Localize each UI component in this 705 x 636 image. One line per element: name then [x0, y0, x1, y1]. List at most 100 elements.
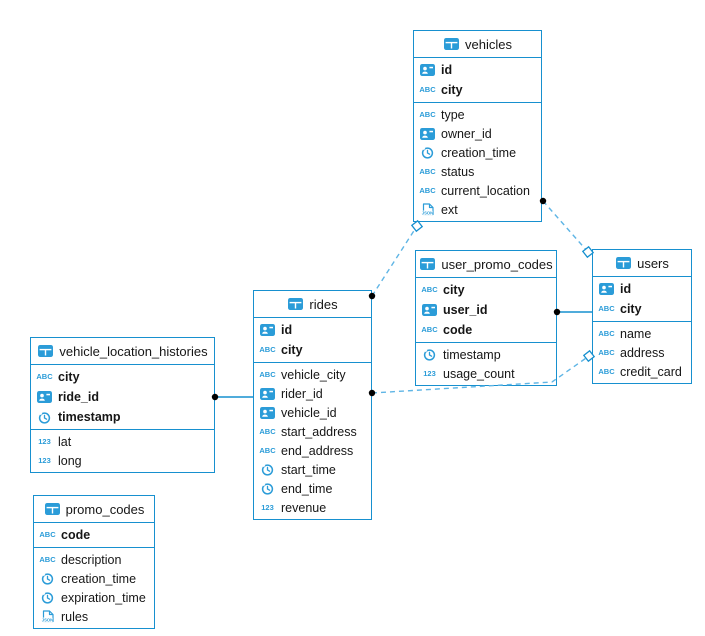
column-label: id: [441, 63, 453, 77]
abc-icon: ABC: [421, 325, 438, 335]
column-row-usage_count[interactable]: 123 usage_count: [416, 364, 556, 383]
column-row-user_id[interactable]: user_id: [416, 300, 556, 320]
table-header[interactable]: rides: [254, 291, 371, 318]
clock-icon: [259, 463, 276, 476]
column-label: code: [443, 323, 473, 337]
primary-key-section: id ABC city: [254, 318, 371, 362]
json-icon: JSON: [419, 203, 436, 216]
table-users[interactable]: users id ABC city ABC name ABC address A…: [592, 249, 692, 384]
clock-icon: [39, 572, 56, 585]
column-row-code[interactable]: ABC code: [34, 525, 154, 545]
column-row-revenue[interactable]: 123 revenue: [254, 498, 371, 517]
table-promo_codes[interactable]: promo_codes ABC code ABC description cre…: [33, 495, 155, 629]
column-label: start_time: [281, 462, 336, 477]
column-label: credit_card: [620, 364, 682, 379]
column-row-name[interactable]: ABC name: [593, 324, 691, 343]
columns-section: ABC description creation_time expiration…: [34, 547, 154, 628]
column-row-address[interactable]: ABC address: [593, 343, 691, 362]
column-row-end_address[interactable]: ABC end_address: [254, 441, 371, 460]
table-header[interactable]: vehicles: [414, 31, 541, 58]
json-icon: JSON: [39, 610, 56, 623]
column-row-vehicle_id[interactable]: vehicle_id: [254, 403, 371, 422]
abc-icon: ABC: [259, 445, 276, 455]
column-row-owner_id[interactable]: owner_id: [414, 124, 541, 143]
columns-section: ABC type owner_id creation_time ABC stat…: [414, 102, 541, 221]
column-row-current_location[interactable]: ABC current_location: [414, 181, 541, 200]
column-row-status[interactable]: ABC status: [414, 162, 541, 181]
column-label: description: [61, 552, 122, 567]
column-row-creation_time[interactable]: creation_time: [34, 569, 154, 588]
column-label: owner_id: [441, 126, 492, 141]
table-header[interactable]: vehicle_location_histories: [31, 338, 214, 365]
id-icon: [421, 304, 438, 316]
column-label: timestamp: [58, 410, 121, 424]
column-label: end_address: [281, 443, 354, 458]
primary-key-section: id ABC city: [414, 58, 541, 102]
table-title: vehicle_location_histories: [59, 343, 208, 359]
column-label: end_time: [281, 481, 333, 496]
column-row-code[interactable]: ABC code: [416, 320, 556, 340]
column-label: vehicle_city: [281, 367, 346, 382]
column-row-rider_id[interactable]: rider_id: [254, 384, 371, 403]
abc-icon: ABC: [419, 166, 436, 176]
columns-section: ABC name ABC address ABC credit_card: [593, 321, 691, 383]
column-row-long[interactable]: 123 long: [31, 451, 214, 470]
abc-icon: ABC: [419, 85, 436, 95]
column-row-id[interactable]: id: [593, 279, 691, 299]
column-row-ride_id[interactable]: ride_id: [31, 387, 214, 407]
column-row-start_address[interactable]: ABC start_address: [254, 422, 371, 441]
column-row-credit_card[interactable]: ABC credit_card: [593, 362, 691, 381]
column-label: city: [620, 302, 642, 316]
column-label: current_location: [441, 183, 530, 198]
num-icon: 123: [423, 368, 436, 378]
column-row-timestamp[interactable]: timestamp: [31, 407, 214, 427]
id-icon: [259, 406, 276, 419]
column-row-city[interactable]: ABC city: [416, 280, 556, 300]
column-row-type[interactable]: ABC type: [414, 105, 541, 124]
table-header[interactable]: users: [593, 250, 691, 277]
column-row-city[interactable]: ABC city: [414, 80, 541, 100]
table-icon: [44, 503, 61, 515]
column-row-id[interactable]: id: [254, 320, 371, 340]
column-row-end_time[interactable]: end_time: [254, 479, 371, 498]
id-icon: [36, 391, 53, 403]
column-row-id[interactable]: id: [414, 60, 541, 80]
table-icon: [443, 38, 460, 50]
table-vehicle_location_histories[interactable]: vehicle_location_histories ABC city ride…: [30, 337, 215, 473]
table-header[interactable]: user_promo_codes: [416, 251, 556, 278]
table-rides[interactable]: rides id ABC city ABC vehicle_city rider…: [253, 290, 372, 520]
abc-icon: ABC: [36, 372, 53, 382]
column-row-description[interactable]: ABC description: [34, 550, 154, 569]
column-row-city[interactable]: ABC city: [593, 299, 691, 319]
column-label: timestamp: [443, 347, 501, 362]
column-row-city[interactable]: ABC city: [254, 340, 371, 360]
column-row-creation_time[interactable]: creation_time: [414, 143, 541, 162]
abc-icon: ABC: [421, 285, 438, 295]
abc-icon: ABC: [39, 530, 56, 540]
table-user_promo_codes[interactable]: user_promo_codes ABC city user_id ABC co…: [415, 250, 557, 386]
column-row-start_time[interactable]: start_time: [254, 460, 371, 479]
relation-vehicle_location_histories-rides: [211, 393, 253, 401]
column-row-rules[interactable]: JSON rules: [34, 607, 154, 626]
column-row-city[interactable]: ABC city: [31, 367, 214, 387]
column-label: creation_time: [441, 145, 517, 160]
num-icon: 123: [261, 502, 274, 512]
column-row-expiration_time[interactable]: expiration_time: [34, 588, 154, 607]
table-title: user_promo_codes: [441, 256, 553, 272]
table-title: users: [637, 255, 669, 271]
relation-diamond-endpoint: [410, 219, 424, 233]
column-row-timestamp[interactable]: timestamp: [416, 345, 556, 364]
table-icon: [37, 345, 54, 357]
column-row-vehicle_city[interactable]: ABC vehicle_city: [254, 365, 371, 384]
table-vehicles[interactable]: vehicles id ABC city ABC type owner_id c…: [413, 30, 542, 222]
num-icon: 123: [38, 455, 51, 465]
column-row-ext[interactable]: JSON ext: [414, 200, 541, 219]
table-header[interactable]: promo_codes: [34, 496, 154, 523]
abc-icon: ABC: [259, 345, 276, 355]
table-title: promo_codes: [65, 501, 145, 517]
columns-section: ABC vehicle_city rider_id vehicle_id ABC…: [254, 362, 371, 519]
column-label: city: [441, 83, 463, 97]
column-row-lat[interactable]: 123 lat: [31, 432, 214, 451]
columns-section: timestamp 123 usage_count: [416, 342, 556, 385]
